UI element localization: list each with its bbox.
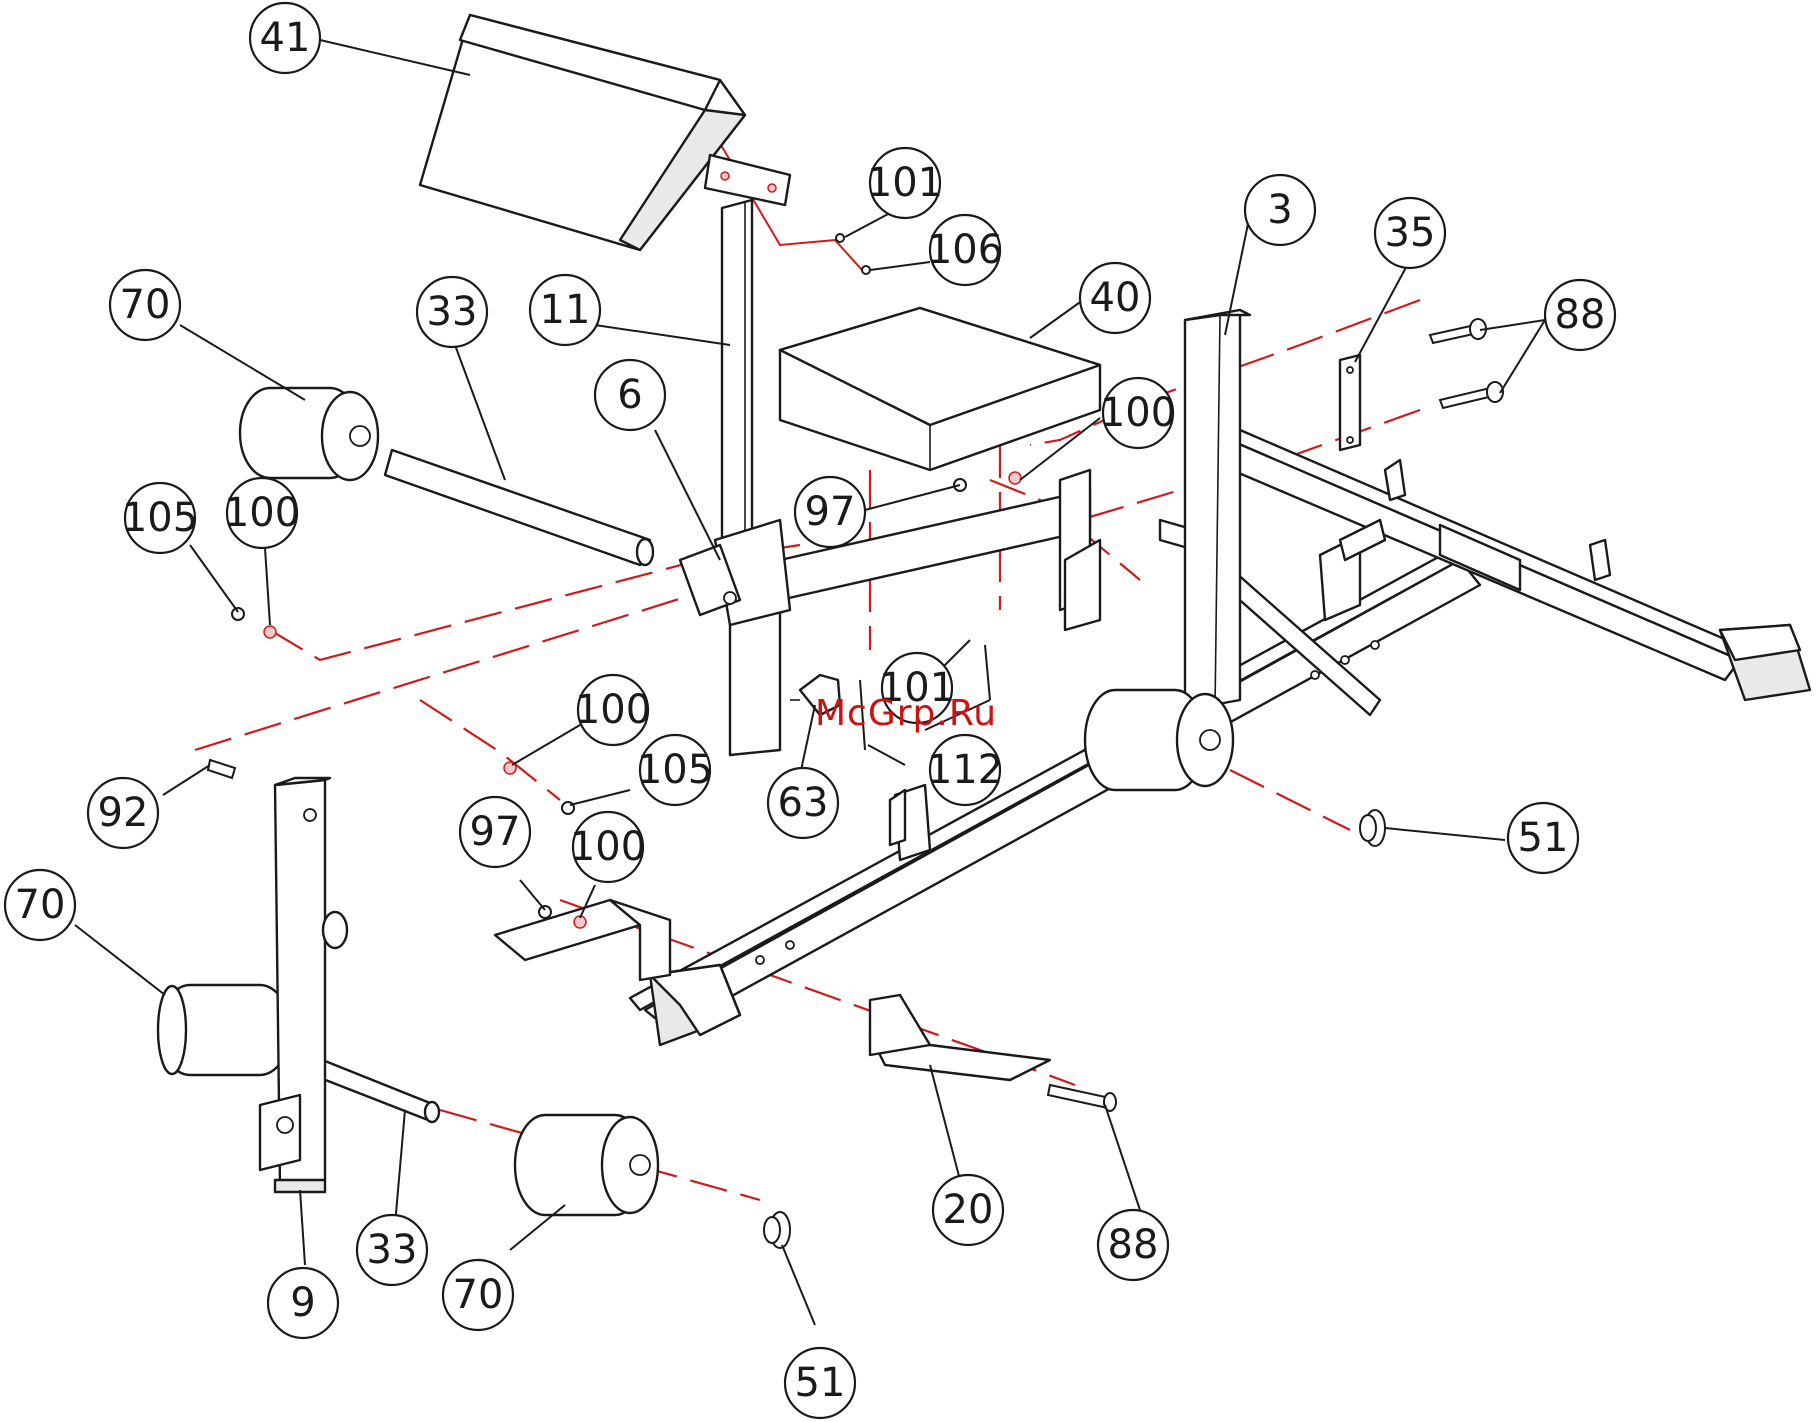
callout-63-label: 63	[778, 780, 829, 826]
callout-70-top-label: 70	[120, 282, 171, 328]
callout-106: 106	[927, 215, 1003, 285]
callout-20-label: 20	[943, 1187, 994, 1233]
callout-97-top: 97	[795, 477, 865, 547]
callout-112: 112	[927, 735, 1003, 805]
callout-88-top-label: 88	[1555, 292, 1606, 338]
callout-11-label: 11	[540, 287, 591, 333]
callout-70-top: 70	[110, 270, 180, 340]
callout-51-bottom-label: 51	[795, 1360, 846, 1406]
callout-40: 40	[1080, 263, 1150, 333]
callout-100-left: 100	[224, 478, 300, 548]
callout-3-label: 3	[1267, 187, 1292, 233]
callout-9-label: 9	[290, 1280, 315, 1326]
callout-51-bottom: 51	[785, 1348, 855, 1418]
callout-100-right: 100	[1100, 378, 1176, 448]
roller-bottom-left	[158, 985, 290, 1075]
callout-100-left-label: 100	[224, 490, 300, 536]
callout-92: 92	[88, 778, 158, 848]
callout-20: 20	[933, 1175, 1003, 1245]
callout-105-mid: 105	[637, 735, 713, 805]
callout-41: 41	[250, 3, 320, 73]
callout-88-top: 88	[1545, 280, 1615, 350]
callout-92-label: 92	[98, 790, 149, 836]
callout-41-label: 41	[260, 15, 311, 61]
callout-106-label: 106	[927, 227, 1003, 273]
callout-70-bottom-label: 70	[453, 1272, 504, 1318]
callout-112-label: 112	[927, 747, 1003, 793]
callout-100-right-label: 100	[1100, 390, 1176, 436]
callout-97-low-label: 97	[470, 809, 521, 855]
callout-105-mid-label: 105	[637, 747, 713, 793]
callout-100-mid: 100	[575, 675, 651, 745]
roller-bottom-center	[515, 1115, 658, 1215]
callout-88-bottom-label: 88	[1108, 1222, 1159, 1268]
callout-51-right-label: 51	[1518, 815, 1569, 861]
callout-101-top-label: 101	[867, 160, 943, 206]
callout-100-mid-label: 100	[575, 687, 651, 733]
callout-70-left: 70	[5, 870, 75, 940]
callout-97-top-label: 97	[805, 489, 856, 535]
callout-51-right: 51	[1508, 803, 1578, 873]
roller-frame-right	[1085, 690, 1233, 790]
callout-35: 35	[1375, 198, 1445, 268]
shafts	[305, 450, 653, 1122]
callout-33-top: 33	[417, 277, 487, 347]
callout-70-bottom: 70	[443, 1260, 513, 1330]
callout-35-label: 35	[1385, 210, 1436, 256]
watermark-text: McGrp.Ru	[815, 693, 997, 734]
callout-33-bottom-label: 33	[367, 1227, 418, 1273]
callout-100-low: 100	[570, 812, 646, 882]
leg-arm	[260, 778, 347, 1192]
callout-97-low: 97	[460, 797, 530, 867]
callout-70-left-label: 70	[15, 882, 66, 928]
callout-33-top-label: 33	[427, 289, 478, 335]
callout-9: 9	[268, 1268, 338, 1338]
callout-6: 6	[595, 360, 665, 430]
callout-40-label: 40	[1090, 275, 1141, 321]
callout-63: 63	[768, 768, 838, 838]
callout-33-bottom: 33	[357, 1215, 427, 1285]
callout-3: 3	[1245, 175, 1315, 245]
callout-105-top: 105	[122, 483, 198, 553]
callout-11: 11	[530, 275, 600, 345]
callout-88-bottom: 88	[1098, 1210, 1168, 1280]
callout-100-low-label: 100	[570, 824, 646, 870]
callout-101-top: 101	[867, 148, 943, 218]
callout-6-label: 6	[617, 372, 642, 418]
roller-top-left	[240, 388, 378, 480]
callout-105-top-label: 105	[122, 495, 198, 541]
